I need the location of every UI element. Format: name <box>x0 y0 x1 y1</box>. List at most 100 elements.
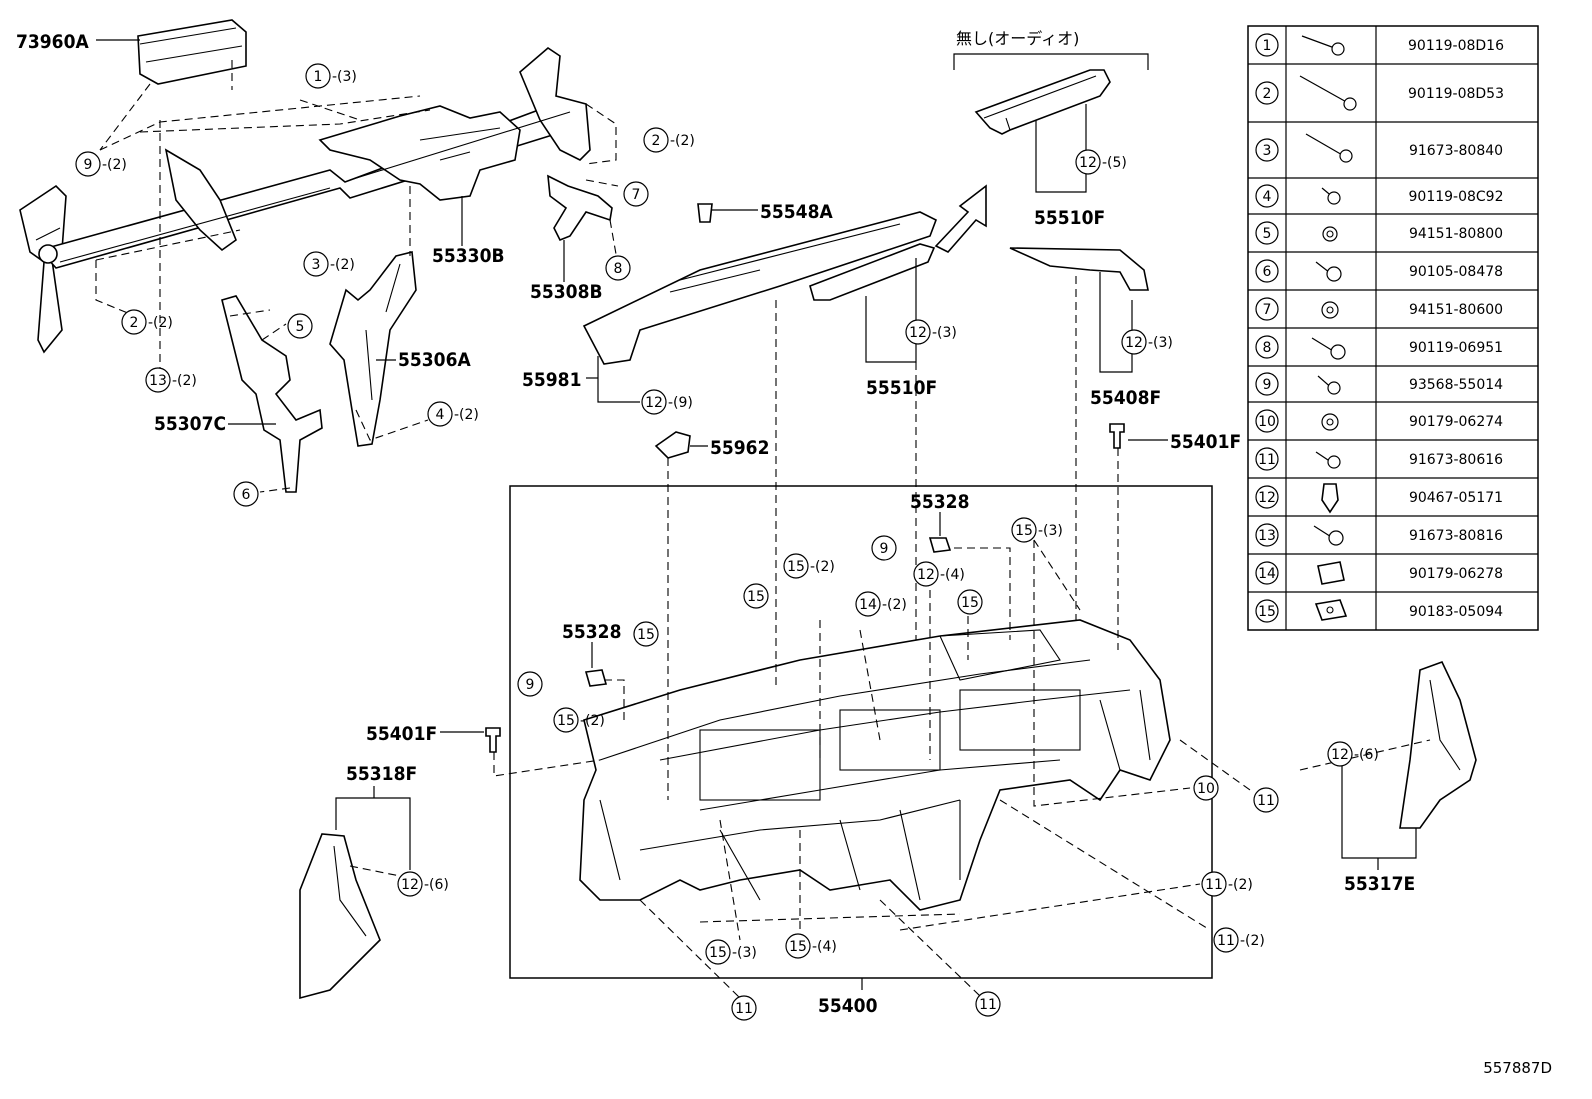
callout-circle <box>1201 871 1227 897</box>
fastener-code: 91673-80816 <box>1409 528 1503 544</box>
label-55318F: 55318F <box>346 763 417 785</box>
callout-number: 2 <box>130 315 139 331</box>
u-nut-icon <box>1317 561 1345 585</box>
callout-number: 15 <box>1015 523 1033 539</box>
callout-c15e: 15 <box>633 621 659 647</box>
part-55317E-drawing <box>1399 660 1477 829</box>
callout-circle <box>785 933 811 959</box>
callout-c11e: 11 <box>975 991 1001 1017</box>
label-55962: 55962 <box>710 437 769 459</box>
fastener-row: 3 91673-80840 <box>1255 133 1503 163</box>
callout-number: 10 <box>1197 781 1215 797</box>
callout-c7: 7 <box>623 181 649 207</box>
fastener-row: 9 93568-55014 <box>1255 372 1503 396</box>
callout-c12d: 12 -(3) <box>1121 329 1173 355</box>
callout-quantity: -(3) <box>732 945 757 961</box>
fastener-number: 7 <box>1263 302 1272 318</box>
callout-quantity: -(3) <box>1038 523 1063 539</box>
bolt-short-icon <box>1315 451 1341 469</box>
callout-number: 12 <box>1125 335 1143 351</box>
callout-circle <box>905 319 931 345</box>
fastener-number: 6 <box>1263 264 1272 280</box>
note-bracket <box>953 53 1149 70</box>
fastener-code: 90467-05171 <box>1409 490 1503 506</box>
callout-number: 12 <box>1331 747 1349 763</box>
callout-c15b: 15 -(2) <box>783 553 835 579</box>
bolt-short-icon <box>1313 525 1344 546</box>
part-55408F-drawing <box>1009 247 1149 291</box>
fastener-row: 13 91673-80816 <box>1255 523 1503 547</box>
callout-c15g: 15 -(3) <box>705 939 757 965</box>
callout-number: 15 <box>789 939 807 955</box>
fastener-number: 12 <box>1258 490 1276 506</box>
callout-circle <box>643 127 669 153</box>
callout-quantity: -(6) <box>1354 747 1379 763</box>
fastener-code: 90179-06278 <box>1409 566 1503 582</box>
callout-number: 9 <box>880 541 889 557</box>
callout-number: 3 <box>312 257 321 273</box>
callout-number: 15 <box>787 559 805 575</box>
fastener-number: 15 <box>1258 604 1276 620</box>
fastener-number: 9 <box>1263 377 1272 393</box>
bolt-long-icon <box>1301 35 1345 56</box>
callout-c15f: 15 -(2) <box>553 707 605 733</box>
callout-c13: 13 -(2) <box>145 367 197 393</box>
callout-number: 11 <box>735 1001 753 1017</box>
clip-icon <box>1321 483 1339 514</box>
callout-circle <box>743 583 769 609</box>
callout-number: 9 <box>84 157 93 173</box>
callout-circle <box>305 63 331 89</box>
bolt-short-icon <box>1311 337 1346 360</box>
callout-number: 12 <box>909 325 927 341</box>
dashed-guides-main <box>349 276 1431 999</box>
callout-quantity: -(2) <box>580 713 605 729</box>
callout-number: 15 <box>747 589 765 605</box>
callout-circle <box>145 367 171 393</box>
fastener-row: 14 90179-06278 <box>1255 561 1503 585</box>
nut-icon <box>1321 301 1339 319</box>
callout-quantity: -(2) <box>882 597 907 613</box>
callout-quantity: -(2) <box>1228 877 1253 893</box>
callout-circle <box>1253 787 1279 813</box>
callout-number: 9 <box>526 677 535 693</box>
label-55328-left: 55328 <box>562 621 621 643</box>
callout-c12g: 12 -(6) <box>1327 741 1379 767</box>
callout-circle <box>855 591 881 617</box>
part-55307C-drawing <box>221 295 323 493</box>
callout-c9a: 9 -(2) <box>75 151 127 177</box>
part-55318F-drawing <box>299 833 381 1000</box>
dashed-guides-top-left <box>95 95 619 493</box>
callout-quantity: -(2) <box>810 559 835 575</box>
part-55328-left-drawing <box>584 669 608 687</box>
callout-c8: 8 <box>605 255 631 281</box>
bracket-55981 <box>597 356 640 403</box>
callout-quantity: -(4) <box>812 939 837 955</box>
label-55401F-left: 55401F <box>366 723 437 745</box>
callout-c4: 4 -(2) <box>427 401 479 427</box>
callout-c14: 14 -(2) <box>855 591 907 617</box>
callout-c3: 3 -(2) <box>303 251 355 277</box>
note-no-audio: 無し(オーディオ) <box>956 29 1079 48</box>
fastener-number: 2 <box>1263 86 1272 102</box>
callout-c11a: 11 <box>1253 787 1279 813</box>
callout-quantity: -(3) <box>932 325 957 341</box>
callout-c15c: 15 <box>743 583 769 609</box>
fastener-row: 10 90179-06274 <box>1255 409 1503 433</box>
callout-quantity: -(2) <box>454 407 479 423</box>
callout-number: 12 <box>645 395 663 411</box>
fastener-row: 8 90119-06951 <box>1255 335 1503 360</box>
callout-circle <box>605 255 631 281</box>
label-55306A: 55306A <box>398 349 471 371</box>
fastener-number: 1 <box>1263 38 1272 54</box>
fastener-row: 2 90119-08D53 <box>1255 75 1504 111</box>
fastener-row: 7 94151-80600 <box>1255 297 1503 321</box>
callout-circle <box>1011 517 1037 543</box>
part-55400-drawing <box>579 619 1171 911</box>
instrument-panel-box <box>509 485 1213 979</box>
fastener-code: 90183-05094 <box>1409 604 1503 620</box>
callout-c6: 6 <box>233 481 259 507</box>
callout-quantity: -(2) <box>172 373 197 389</box>
part-55510F-mid-drawing <box>809 243 936 301</box>
callout-c11d: 11 <box>731 995 757 1021</box>
